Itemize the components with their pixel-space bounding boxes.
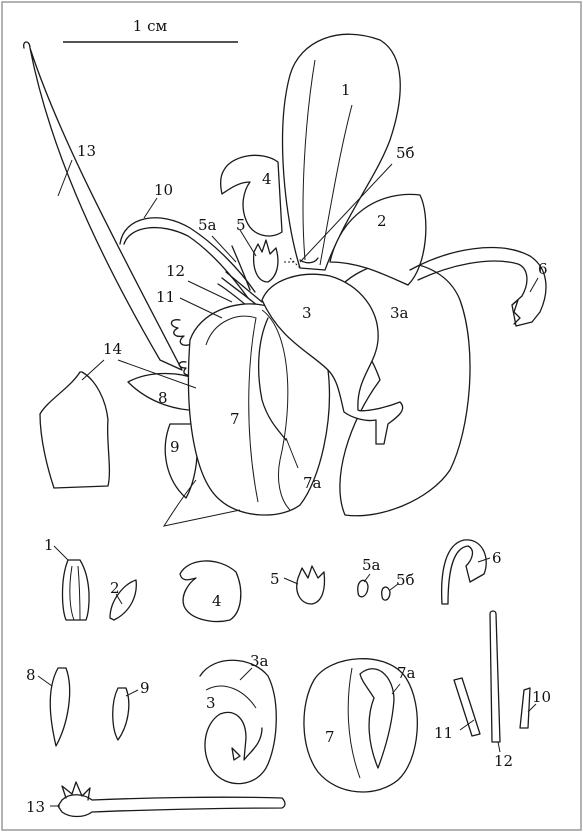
detached-part-5: [297, 566, 325, 604]
label-8: 8: [158, 389, 168, 407]
detached-part-10: [520, 688, 530, 728]
detached-label-7: 7: [325, 728, 335, 746]
label-11: 11: [156, 288, 175, 306]
detached-part-4: [180, 561, 241, 622]
detached-label-9: 9: [140, 679, 150, 697]
detached-label-4: 4: [212, 592, 222, 610]
part-13-filament: [24, 42, 182, 370]
label-5a: 5а: [198, 216, 217, 234]
detached-label-6: 6: [492, 549, 502, 567]
label-13: 13: [77, 142, 96, 160]
detached-part-11: [454, 678, 480, 736]
label-5: 5: [236, 216, 246, 234]
detached-part-6: [442, 540, 487, 604]
detached-part-1: [63, 560, 90, 620]
label-7a: 7а: [303, 474, 322, 492]
detached-part-12: [490, 611, 500, 742]
label-3a: 3а: [390, 304, 409, 322]
detached-parts-row-2: 8 9 3а 3 7а 7 11 12 10 13: [26, 611, 551, 817]
part-5-bud: [254, 240, 278, 282]
detached-label-1: 1: [44, 536, 54, 554]
detached-label-10: 10: [532, 688, 551, 706]
label-5b: 5б: [396, 144, 415, 162]
detached-label-3: 3: [206, 694, 216, 712]
detached-label-11: 11: [434, 724, 453, 742]
label-4: 4: [262, 170, 272, 188]
detached-label-2: 2: [110, 579, 120, 597]
label-3: 3: [302, 304, 312, 322]
label-12: 12: [166, 262, 185, 280]
label-7: 7: [230, 410, 240, 428]
part-14-detached-sepal: [40, 372, 109, 488]
detached-part-3-3a: [200, 660, 276, 783]
detached-label-3a: 3а: [250, 652, 269, 670]
scale-bar-label: 1 см: [133, 17, 168, 35]
label-1: 1: [341, 81, 351, 99]
detached-label-5b: 5б: [396, 571, 415, 589]
detached-label-7a: 7а: [397, 664, 416, 682]
detached-label-5: 5: [270, 570, 280, 588]
detached-part-13: [58, 795, 285, 817]
detached-parts-row-1: 1 2 4 5 5а 5б 6: [44, 536, 502, 621]
detached-label-8: 8: [26, 666, 36, 684]
label-6: 6: [538, 260, 548, 278]
label-2: 2: [377, 212, 387, 230]
detached-label-5a: 5а: [362, 556, 381, 574]
label-9: 9: [170, 438, 180, 456]
part-4-petal: [221, 155, 282, 236]
label-10: 10: [154, 181, 173, 199]
part-5a-stipule: [232, 246, 250, 290]
main-flower: 1 2 3 3а 4 5 5а 5б 6 7 7а 8 9 10 11 12 1…: [24, 34, 548, 526]
detached-label-13: 13: [26, 798, 45, 816]
detached-part-5b: [382, 587, 390, 600]
scale-bar: 1 см: [63, 17, 238, 42]
detached-part-5a: [358, 580, 368, 596]
detached-part-8: [50, 668, 69, 746]
label-14: 14: [103, 340, 122, 358]
detached-label-12: 12: [494, 752, 513, 770]
